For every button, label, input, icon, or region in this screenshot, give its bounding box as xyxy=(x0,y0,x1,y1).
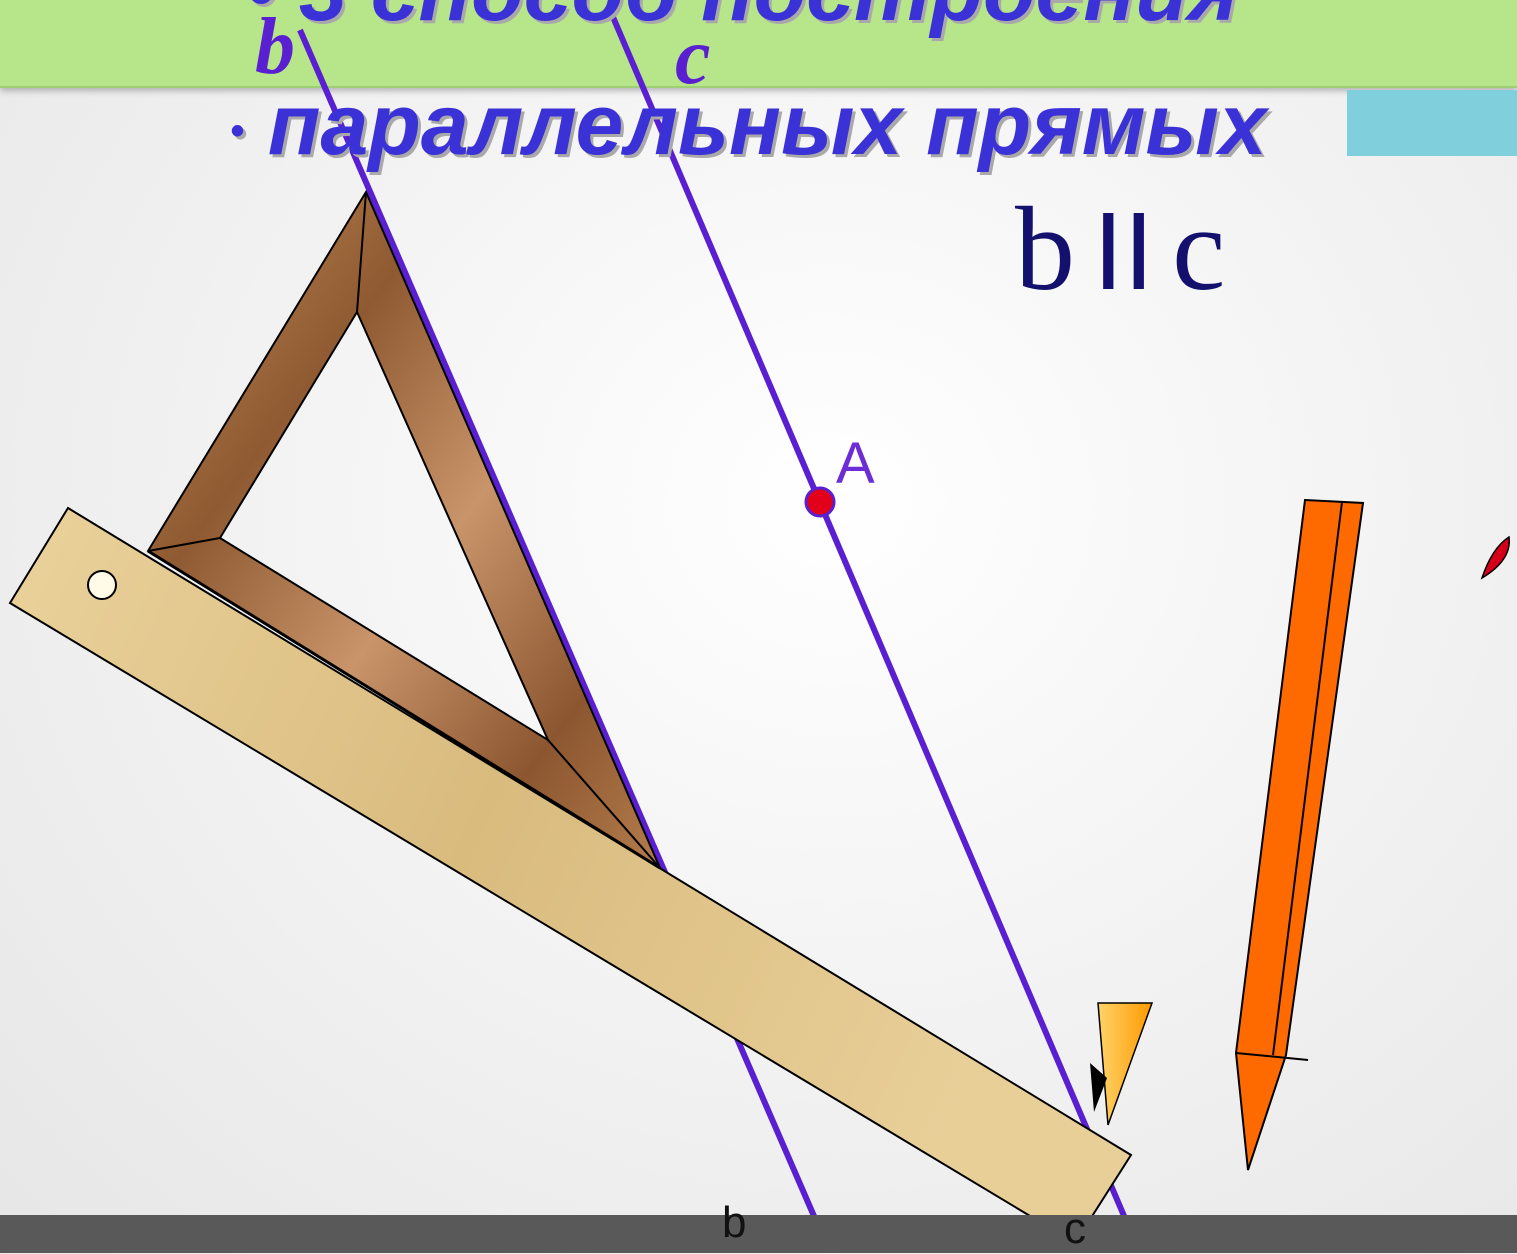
footer-label-b: b xyxy=(722,1198,747,1247)
pencil-tip-icon xyxy=(1097,1002,1154,1126)
point-a-label: A xyxy=(836,431,875,496)
cursor-arrow-icon xyxy=(1090,1063,1107,1112)
title-highlight-box xyxy=(1347,90,1517,156)
formula-parallel-sign: II xyxy=(1093,190,1155,313)
red-leaf-icon xyxy=(1480,535,1510,580)
pencil-edge xyxy=(1235,1052,1309,1061)
ruler-edge xyxy=(147,549,661,870)
ruler-hole xyxy=(87,570,117,600)
line-b xyxy=(297,28,823,1232)
ruler xyxy=(8,506,1133,1245)
line-label-c: c xyxy=(675,13,711,101)
slide-title-line1: • 3 способ построения xyxy=(245,0,1239,41)
set-square-bevel xyxy=(547,739,661,869)
line-c xyxy=(607,8,1136,1239)
point-a xyxy=(804,486,836,518)
slide-title-line2: • параллельных прямых xyxy=(230,76,1267,175)
line-label-b: b xyxy=(255,3,295,91)
footer-label-c: c xyxy=(1064,1204,1086,1253)
pencil-edge xyxy=(1272,501,1343,1056)
title-band xyxy=(0,0,1517,88)
formula-left: b xyxy=(1015,182,1075,315)
set-square-bevel xyxy=(147,537,221,552)
set-square-bevel xyxy=(356,191,367,313)
title-bullet: • xyxy=(230,108,245,153)
title-line2-text: параллельных прямых xyxy=(267,77,1267,173)
formula-right: c xyxy=(1172,182,1226,315)
footer-band xyxy=(0,1215,1517,1253)
